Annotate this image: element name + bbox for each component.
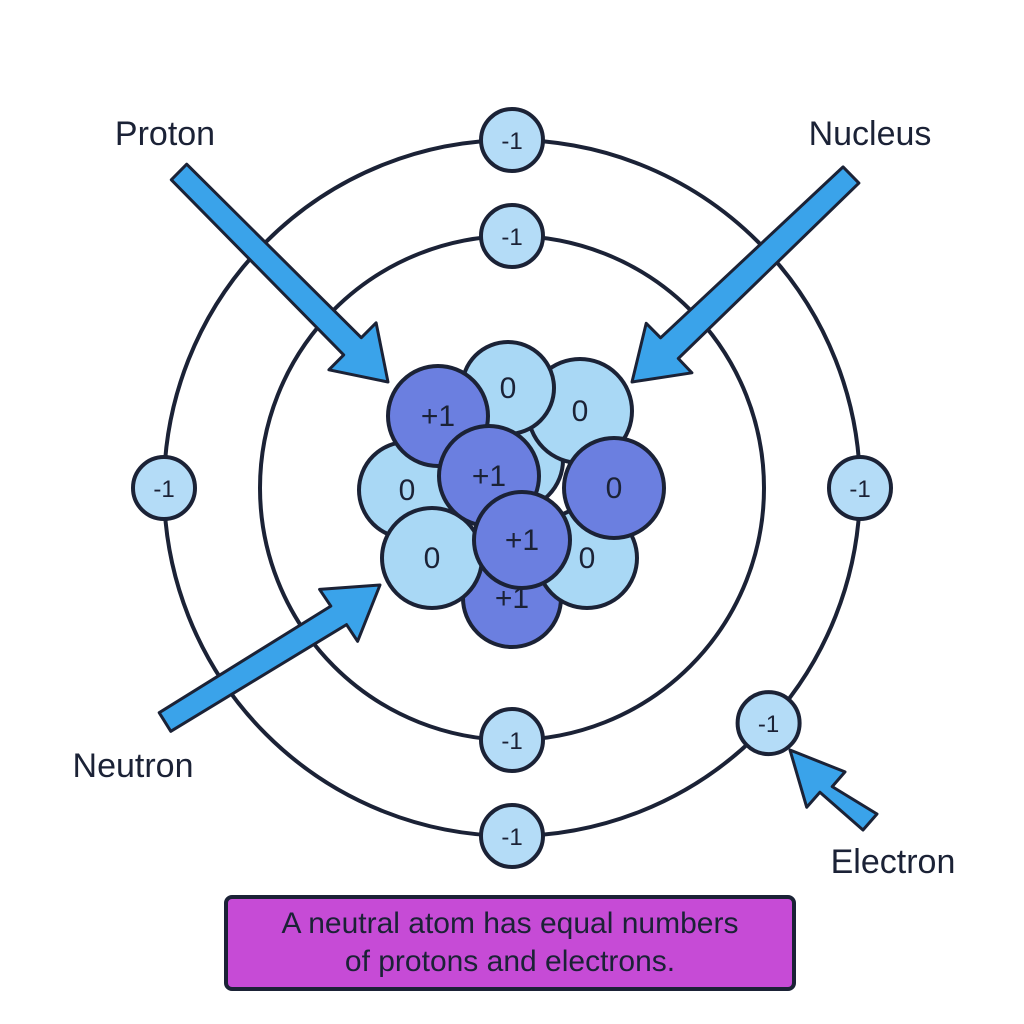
proton-arrow <box>169 162 390 384</box>
neutron-lower-right-charge: 0 <box>579 542 596 575</box>
proton-right-charge: 0 <box>606 472 623 505</box>
electron-outer-lower-right-charge: -1 <box>758 711 779 738</box>
neutron-lower-left-charge: 0 <box>424 542 441 575</box>
electron-inner-top-charge: -1 <box>501 224 522 251</box>
electron-arrow <box>788 748 879 832</box>
electron-outer-top <box>479 107 545 173</box>
proton-center-charge: +1 <box>472 460 506 493</box>
electrons: -1 -1 -1 -1 -1 -1 -1 <box>131 107 893 869</box>
nucleus-arrow <box>630 165 861 384</box>
proton-lower-center-charge: +1 <box>505 524 539 557</box>
proton-right <box>562 436 666 540</box>
electron-outer-bottom-charge: -1 <box>501 824 522 851</box>
neutron-arrow <box>157 583 382 733</box>
nucleus-label: Nucleus <box>809 115 932 153</box>
electron-outer-lower-right <box>735 690 802 757</box>
proton-upper-left-charge: +1 <box>421 400 455 433</box>
caption-line-1: A neutral atom has equal numbers <box>281 907 739 940</box>
neutron-upper-right-charge: 0 <box>572 395 589 428</box>
neutron-label: Neutron <box>73 747 194 785</box>
electron-inner-bottom-charge: -1 <box>501 728 522 755</box>
electron-outer-left-charge: -1 <box>153 476 174 503</box>
electron-outer-right-charge: -1 <box>849 476 870 503</box>
electron-outer-bottom <box>479 803 545 869</box>
caption-line-2: of protons and electrons. <box>344 945 676 978</box>
electron-outer-top-charge: -1 <box>501 128 522 155</box>
electron-outer-left <box>131 455 197 521</box>
electron-label: Electron <box>831 843 956 881</box>
neutron-left-charge: 0 <box>399 474 416 507</box>
electron-inner-top <box>479 203 545 269</box>
electron-outer-right <box>827 455 893 521</box>
electron-inner-bottom <box>479 707 545 773</box>
caption-box: A neutral atom has equal numbers of prot… <box>224 895 796 991</box>
proton-top-charge: 0 <box>500 372 517 405</box>
proton-lower-center <box>472 490 572 590</box>
proton-label: Proton <box>115 115 215 153</box>
